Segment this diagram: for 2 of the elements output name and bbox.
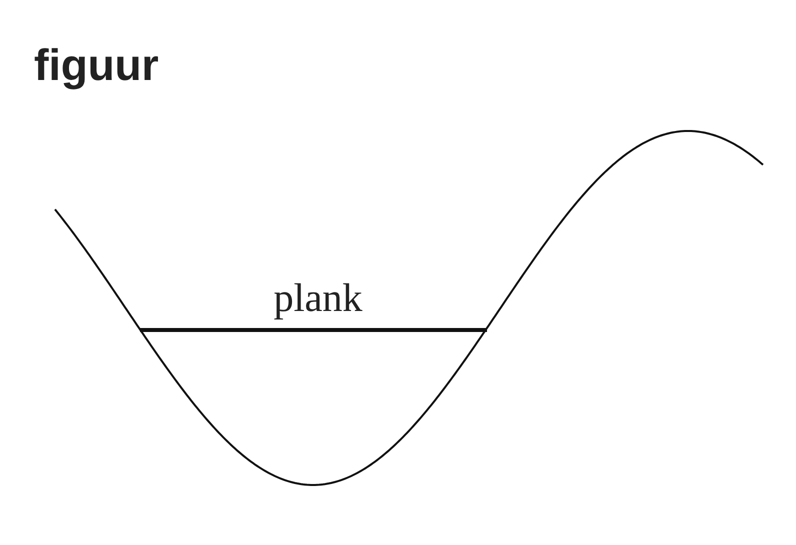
- part-label: plank: [272, 278, 364, 318]
- title: figuur: [34, 44, 159, 88]
